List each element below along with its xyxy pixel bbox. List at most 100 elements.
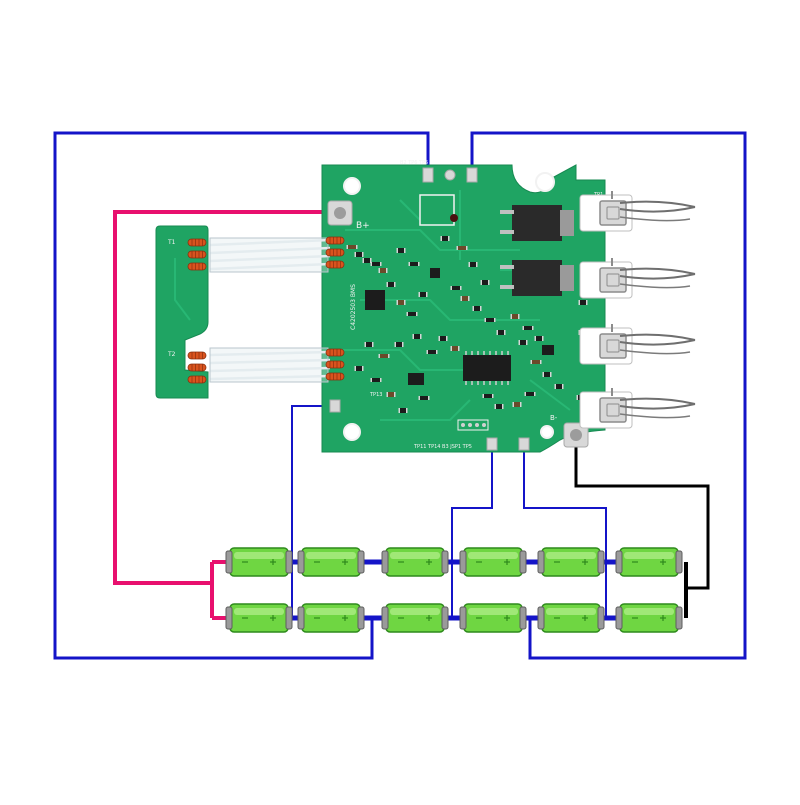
ic-small-1 — [365, 290, 385, 310]
mosfet-2 — [500, 260, 574, 296]
smd-part — [522, 326, 534, 330]
bplus-pad-hole — [334, 207, 346, 219]
copper-coil — [187, 363, 207, 372]
battery-cell-icon — [225, 547, 293, 577]
bminus-pad-hole — [570, 429, 582, 441]
mount-hole-tl — [343, 177, 361, 195]
smd-part — [480, 280, 490, 285]
smd-part — [496, 330, 506, 335]
smd-part — [398, 408, 408, 413]
smd-part — [450, 346, 460, 351]
wire-pink-bplus — [113, 210, 338, 585]
pcb-outline — [321, 164, 606, 453]
battery-cell-icon — [537, 547, 605, 577]
copper-coil — [325, 236, 345, 245]
smd-part — [534, 336, 544, 341]
smd-part — [578, 300, 588, 305]
copper-coils — [187, 236, 345, 384]
mount-hole-br — [540, 425, 554, 439]
wire-b3-tap — [523, 446, 607, 618]
smd-part — [510, 314, 520, 319]
pad-tp6 — [444, 169, 456, 181]
smd-part — [482, 394, 494, 398]
battery-cell-icon — [381, 603, 449, 633]
hole-dark — [450, 214, 458, 222]
smd-part — [484, 318, 496, 322]
smd-part — [370, 378, 382, 382]
smd-part — [456, 246, 468, 250]
spring-terminal — [579, 258, 696, 299]
smd-part — [386, 392, 396, 397]
label-model: C4202503 BMS — [350, 284, 357, 330]
battery-cell-icon — [297, 603, 365, 633]
label-b-row: B2 TP6 TP5 — [400, 160, 428, 166]
sensor-wires — [209, 238, 331, 381]
spring-terminals — [579, 191, 696, 429]
copper-coil — [325, 348, 345, 357]
smd-part — [512, 402, 522, 407]
smd-part — [408, 262, 420, 266]
smd-part — [354, 366, 364, 371]
smd-part — [440, 236, 450, 241]
battery-cell-icon — [537, 603, 605, 633]
battery-cell-icon — [381, 547, 449, 577]
sensor-trace — [174, 258, 191, 321]
copper-coil — [325, 260, 345, 269]
ic-small-4 — [542, 345, 554, 355]
pad-b1 — [329, 399, 341, 413]
pcb-board: B+ B- B2 TP6 TP5 TP1 TP13 TP11 TP14 B3 J… — [321, 160, 606, 453]
glass-tube-bottom — [209, 347, 329, 383]
spring-terminal — [579, 324, 696, 365]
smd-part — [494, 404, 504, 409]
battery-cell-icon — [297, 547, 365, 577]
label-tp-left: TP13 — [369, 392, 382, 398]
label-bminus: B- — [550, 414, 558, 422]
smd-part — [378, 268, 388, 273]
mosfet-1 — [500, 205, 574, 241]
copper-coil — [187, 250, 207, 259]
smd-part — [386, 282, 396, 287]
battery-cell-icon — [225, 603, 293, 633]
copper-coil — [325, 372, 345, 381]
ic-small-2 — [408, 373, 424, 385]
label-bottom-row: TP11 TP14 B3 JSP1 TP5 — [413, 444, 472, 450]
battery-cell-icon — [459, 547, 527, 577]
copper-coil — [325, 360, 345, 369]
copper-coil — [187, 262, 207, 271]
smd-part — [406, 312, 418, 316]
smd-part — [460, 296, 470, 301]
smd-part — [554, 384, 564, 389]
pad-b3-bot — [518, 437, 530, 451]
ic-small-3 — [430, 268, 440, 278]
wire-b2-tap — [451, 446, 493, 618]
battery-cell-icon — [615, 603, 683, 633]
smd-part — [438, 336, 448, 341]
label-bplus: B+ — [356, 221, 370, 231]
battery-cell-icon — [459, 603, 527, 633]
jsp1-header — [457, 419, 489, 431]
smd-part — [468, 262, 478, 267]
pad-b2-bot — [486, 437, 498, 451]
battery-cell-icon — [615, 547, 683, 577]
pad-b2-top — [422, 167, 434, 183]
mount-hole-tr — [535, 172, 555, 192]
smd-part — [354, 252, 364, 257]
smd-part — [394, 342, 404, 347]
smd-part — [412, 334, 422, 339]
smd-part — [418, 292, 428, 297]
silk-box — [419, 194, 455, 226]
smd-part — [418, 396, 430, 400]
thermistor-board: T1 T2 — [155, 225, 345, 399]
smd-part — [378, 354, 390, 358]
smd-part — [362, 258, 372, 263]
smd-part — [524, 392, 536, 396]
smd-part — [518, 340, 528, 345]
battery-pack — [225, 547, 683, 633]
smd-part — [346, 245, 358, 249]
smd-part — [370, 262, 382, 266]
smd-part — [530, 360, 542, 364]
smd-part — [364, 342, 374, 347]
label-t1: T1 — [167, 239, 176, 246]
